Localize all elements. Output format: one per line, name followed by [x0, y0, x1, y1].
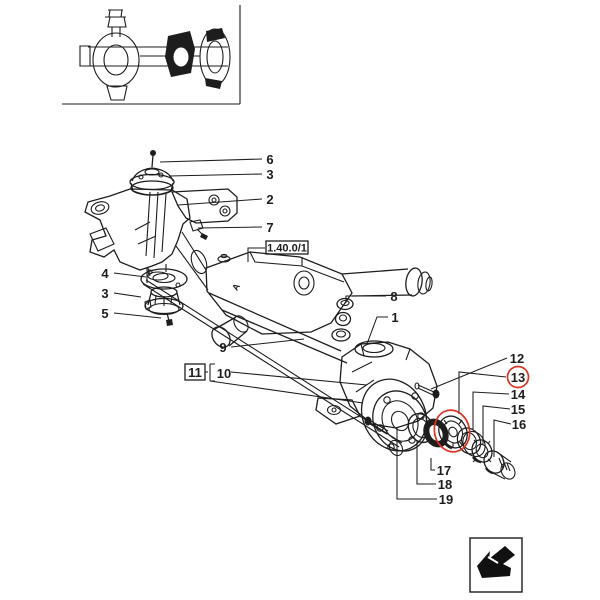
part-hub-nut-16: [483, 450, 516, 480]
part-bolt-6: [150, 150, 156, 168]
callout-15[interactable]: 15: [511, 402, 525, 417]
steering-knuckle-assembly: [84, 150, 238, 281]
highlight-circle-callout-13: [506, 365, 530, 389]
leader-lines: [113, 158, 512, 500]
part-knuckle-housing: [84, 180, 191, 281]
corner-return-arrow[interactable]: [469, 537, 523, 593]
highlight-marks: [433, 365, 530, 453]
part-bushings-8: [331, 297, 354, 342]
part-steering-arm-2: [171, 188, 238, 224]
callout-12[interactable]: 12: [510, 351, 524, 366]
part-stud-bolt-lower: [364, 416, 389, 435]
part-stud-bolt-12: [414, 382, 440, 399]
callout-16[interactable]: 16: [512, 417, 526, 432]
overview-thumbnail: [62, 5, 241, 105]
callout-3-top[interactable]: 3: [266, 167, 273, 182]
callout-labels: 6 3 2 7 4 3 5 8 1 9 11 10 12 13 14 15 16…: [101, 152, 526, 507]
callout-9[interactable]: 9: [219, 340, 226, 355]
housing-casting-mark: A: [230, 281, 242, 292]
part-lock-washer-15: [471, 439, 493, 464]
callout-6[interactable]: 6: [266, 152, 273, 167]
callout-10[interactable]: 10: [217, 366, 231, 381]
callout-13[interactable]: 13: [511, 370, 525, 385]
callout-8[interactable]: 8: [390, 289, 397, 304]
highlight-circle-bearing-13: [433, 409, 471, 453]
section-reference-label[interactable]: 1.40.0/1: [267, 243, 307, 255]
callout-7[interactable]: 7: [266, 220, 273, 235]
callout-11-box: [184, 363, 206, 381]
callout-11[interactable]: 11: [188, 365, 202, 380]
callout-18[interactable]: 18: [438, 477, 452, 492]
part-bearing-13: [438, 415, 468, 450]
callout-3-lower[interactable]: 3: [101, 286, 108, 301]
callout-4[interactable]: 4: [101, 266, 109, 281]
part-swivel-housing-1: [315, 340, 438, 429]
callout-17[interactable]: 17: [437, 463, 451, 478]
callout-14[interactable]: 14: [511, 387, 526, 402]
callout-1[interactable]: 1: [391, 310, 398, 325]
callout-2[interactable]: 2: [266, 192, 273, 207]
part-gasket-4: [140, 268, 188, 290]
callout-19[interactable]: 19: [439, 492, 453, 507]
part-bolt-5: [166, 312, 173, 326]
section-reference-box[interactable]: 1.40.0/1: [265, 240, 309, 255]
part-bearing-cup-14: [456, 427, 486, 458]
callout-5[interactable]: 5: [101, 306, 108, 321]
